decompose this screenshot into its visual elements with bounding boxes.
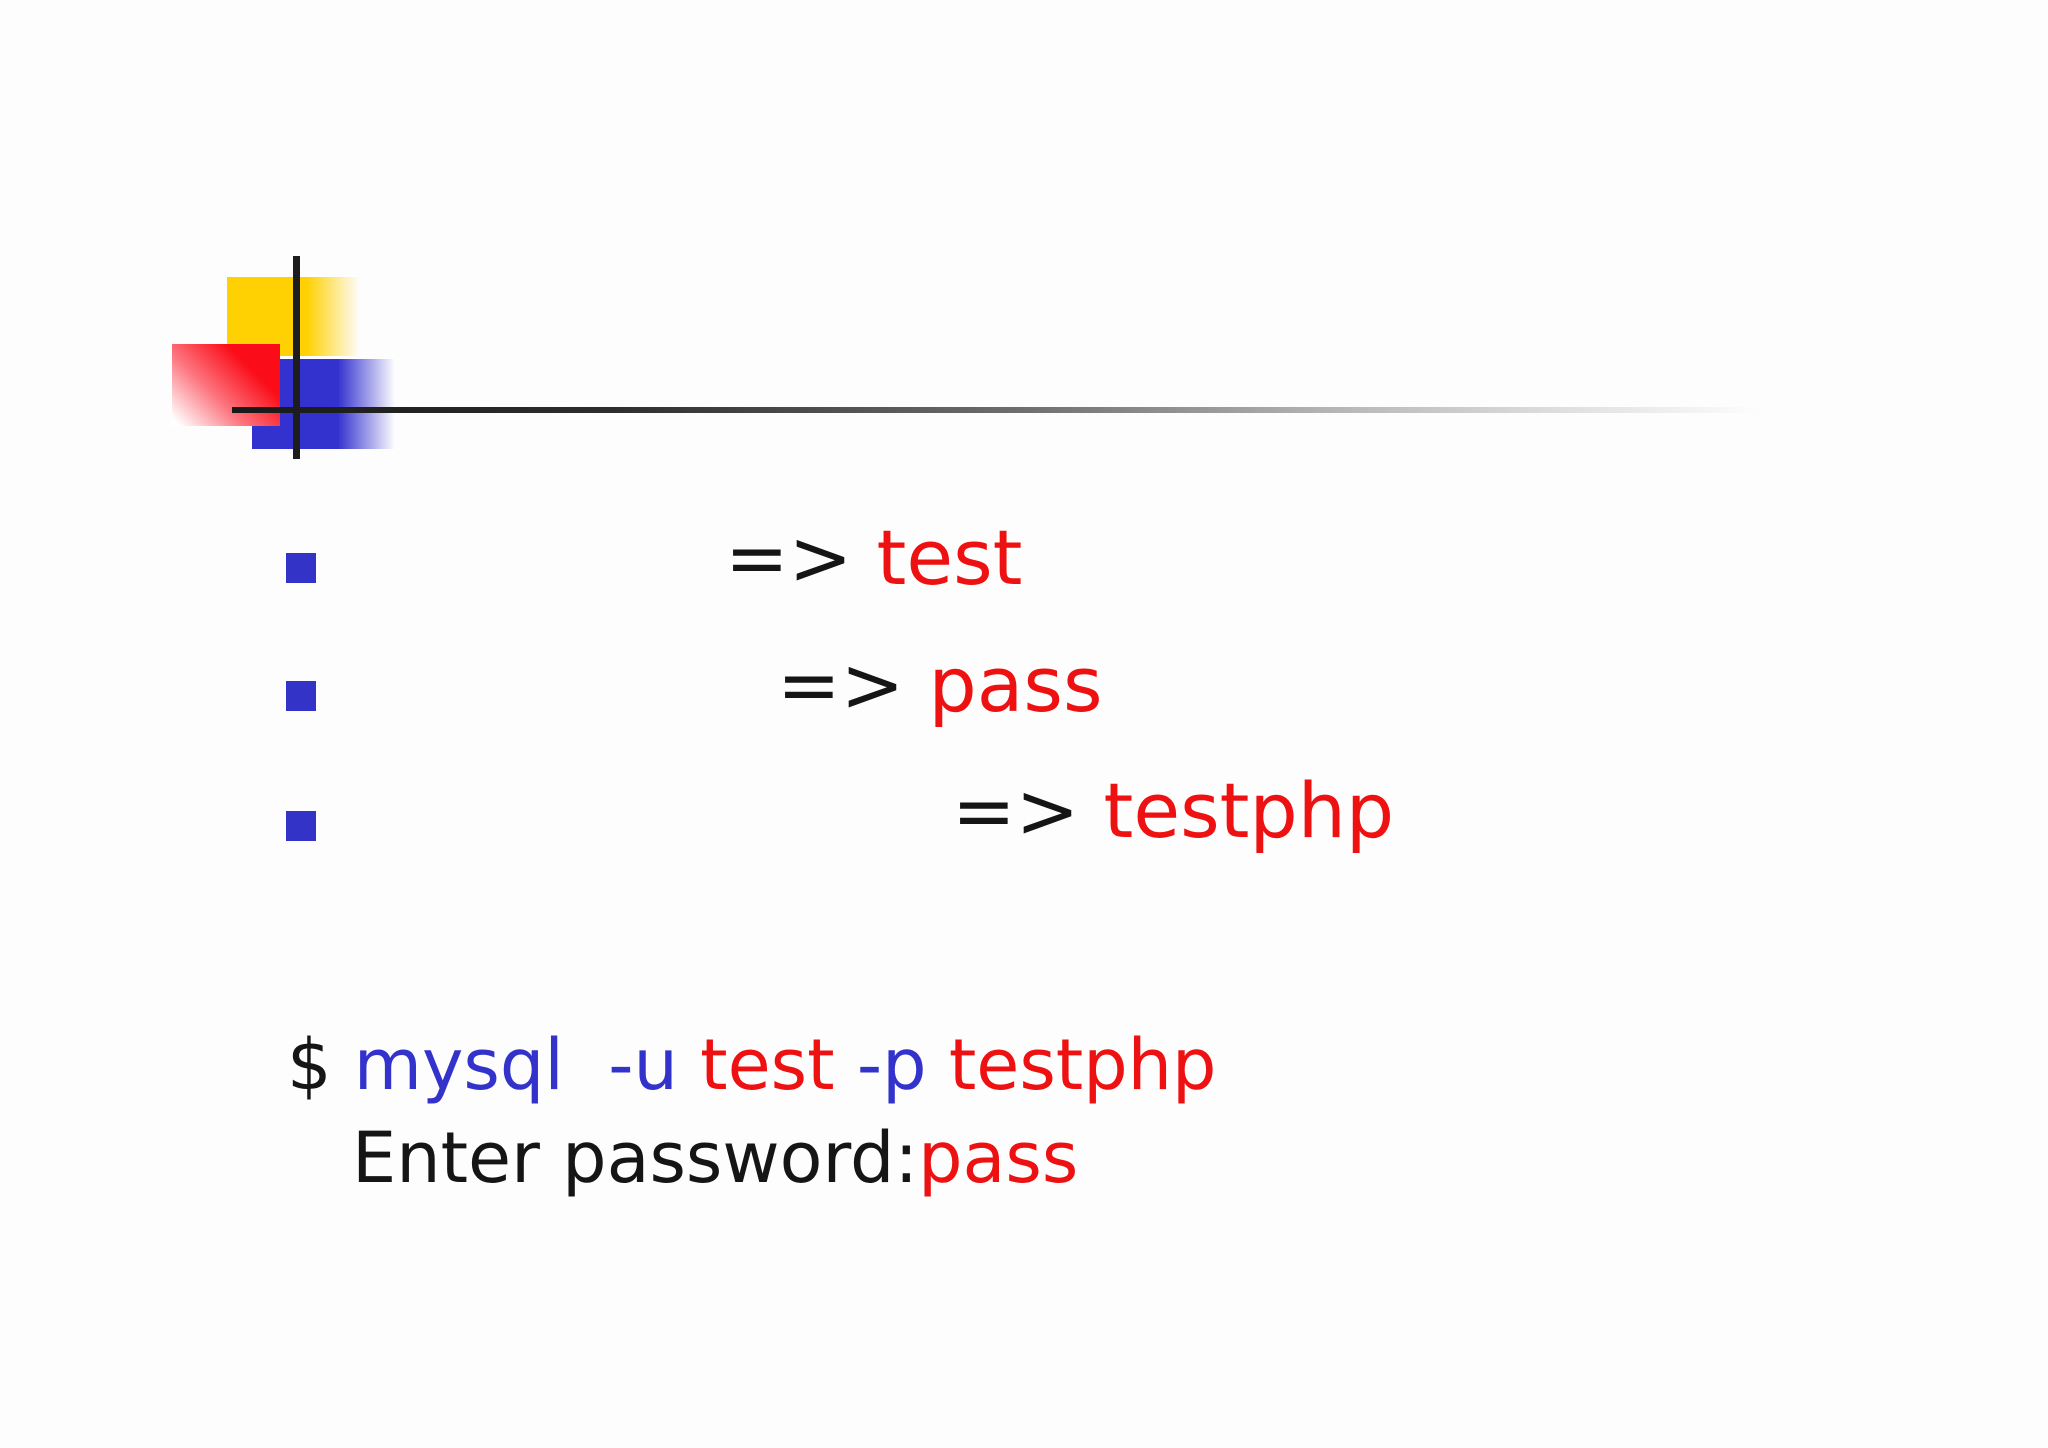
arrow-text: =>: [777, 640, 929, 729]
command-segment: $: [287, 1024, 354, 1106]
bullet-row: => testphp: [952, 766, 1395, 855]
command-segment: [564, 1024, 609, 1106]
command-segment: -u: [608, 1024, 701, 1106]
bullet-value: pass: [928, 640, 1103, 729]
bullet-square-icon: [286, 553, 316, 583]
response-segment: Enter password:: [352, 1117, 919, 1199]
command-segment: [927, 1024, 949, 1106]
bullet-square-icon: [286, 811, 316, 841]
response-segment: pass: [918, 1117, 1079, 1199]
crosshair-vertical-line: [293, 256, 300, 459]
decoration-red-rect: [172, 344, 280, 426]
command-segment: -p: [856, 1024, 927, 1106]
bullet-square-icon: [286, 681, 316, 711]
command-segment: test: [700, 1024, 857, 1106]
bullet-value: testphp: [1103, 766, 1395, 855]
command-segment: testphp: [948, 1024, 1217, 1106]
bullet-row: => test: [725, 513, 1023, 602]
arrow-text: =>: [952, 766, 1104, 855]
bullet-value: test: [876, 513, 1023, 602]
terminal-command-line: $ mysql -u test -p testphp: [287, 1024, 1217, 1106]
crosshair-horizontal-line: [232, 407, 1760, 413]
command-segment: mysql: [353, 1024, 564, 1106]
terminal-response-line: Enter password:pass: [352, 1117, 1079, 1199]
bullet-row: => pass: [777, 640, 1103, 729]
arrow-text: =>: [725, 513, 877, 602]
